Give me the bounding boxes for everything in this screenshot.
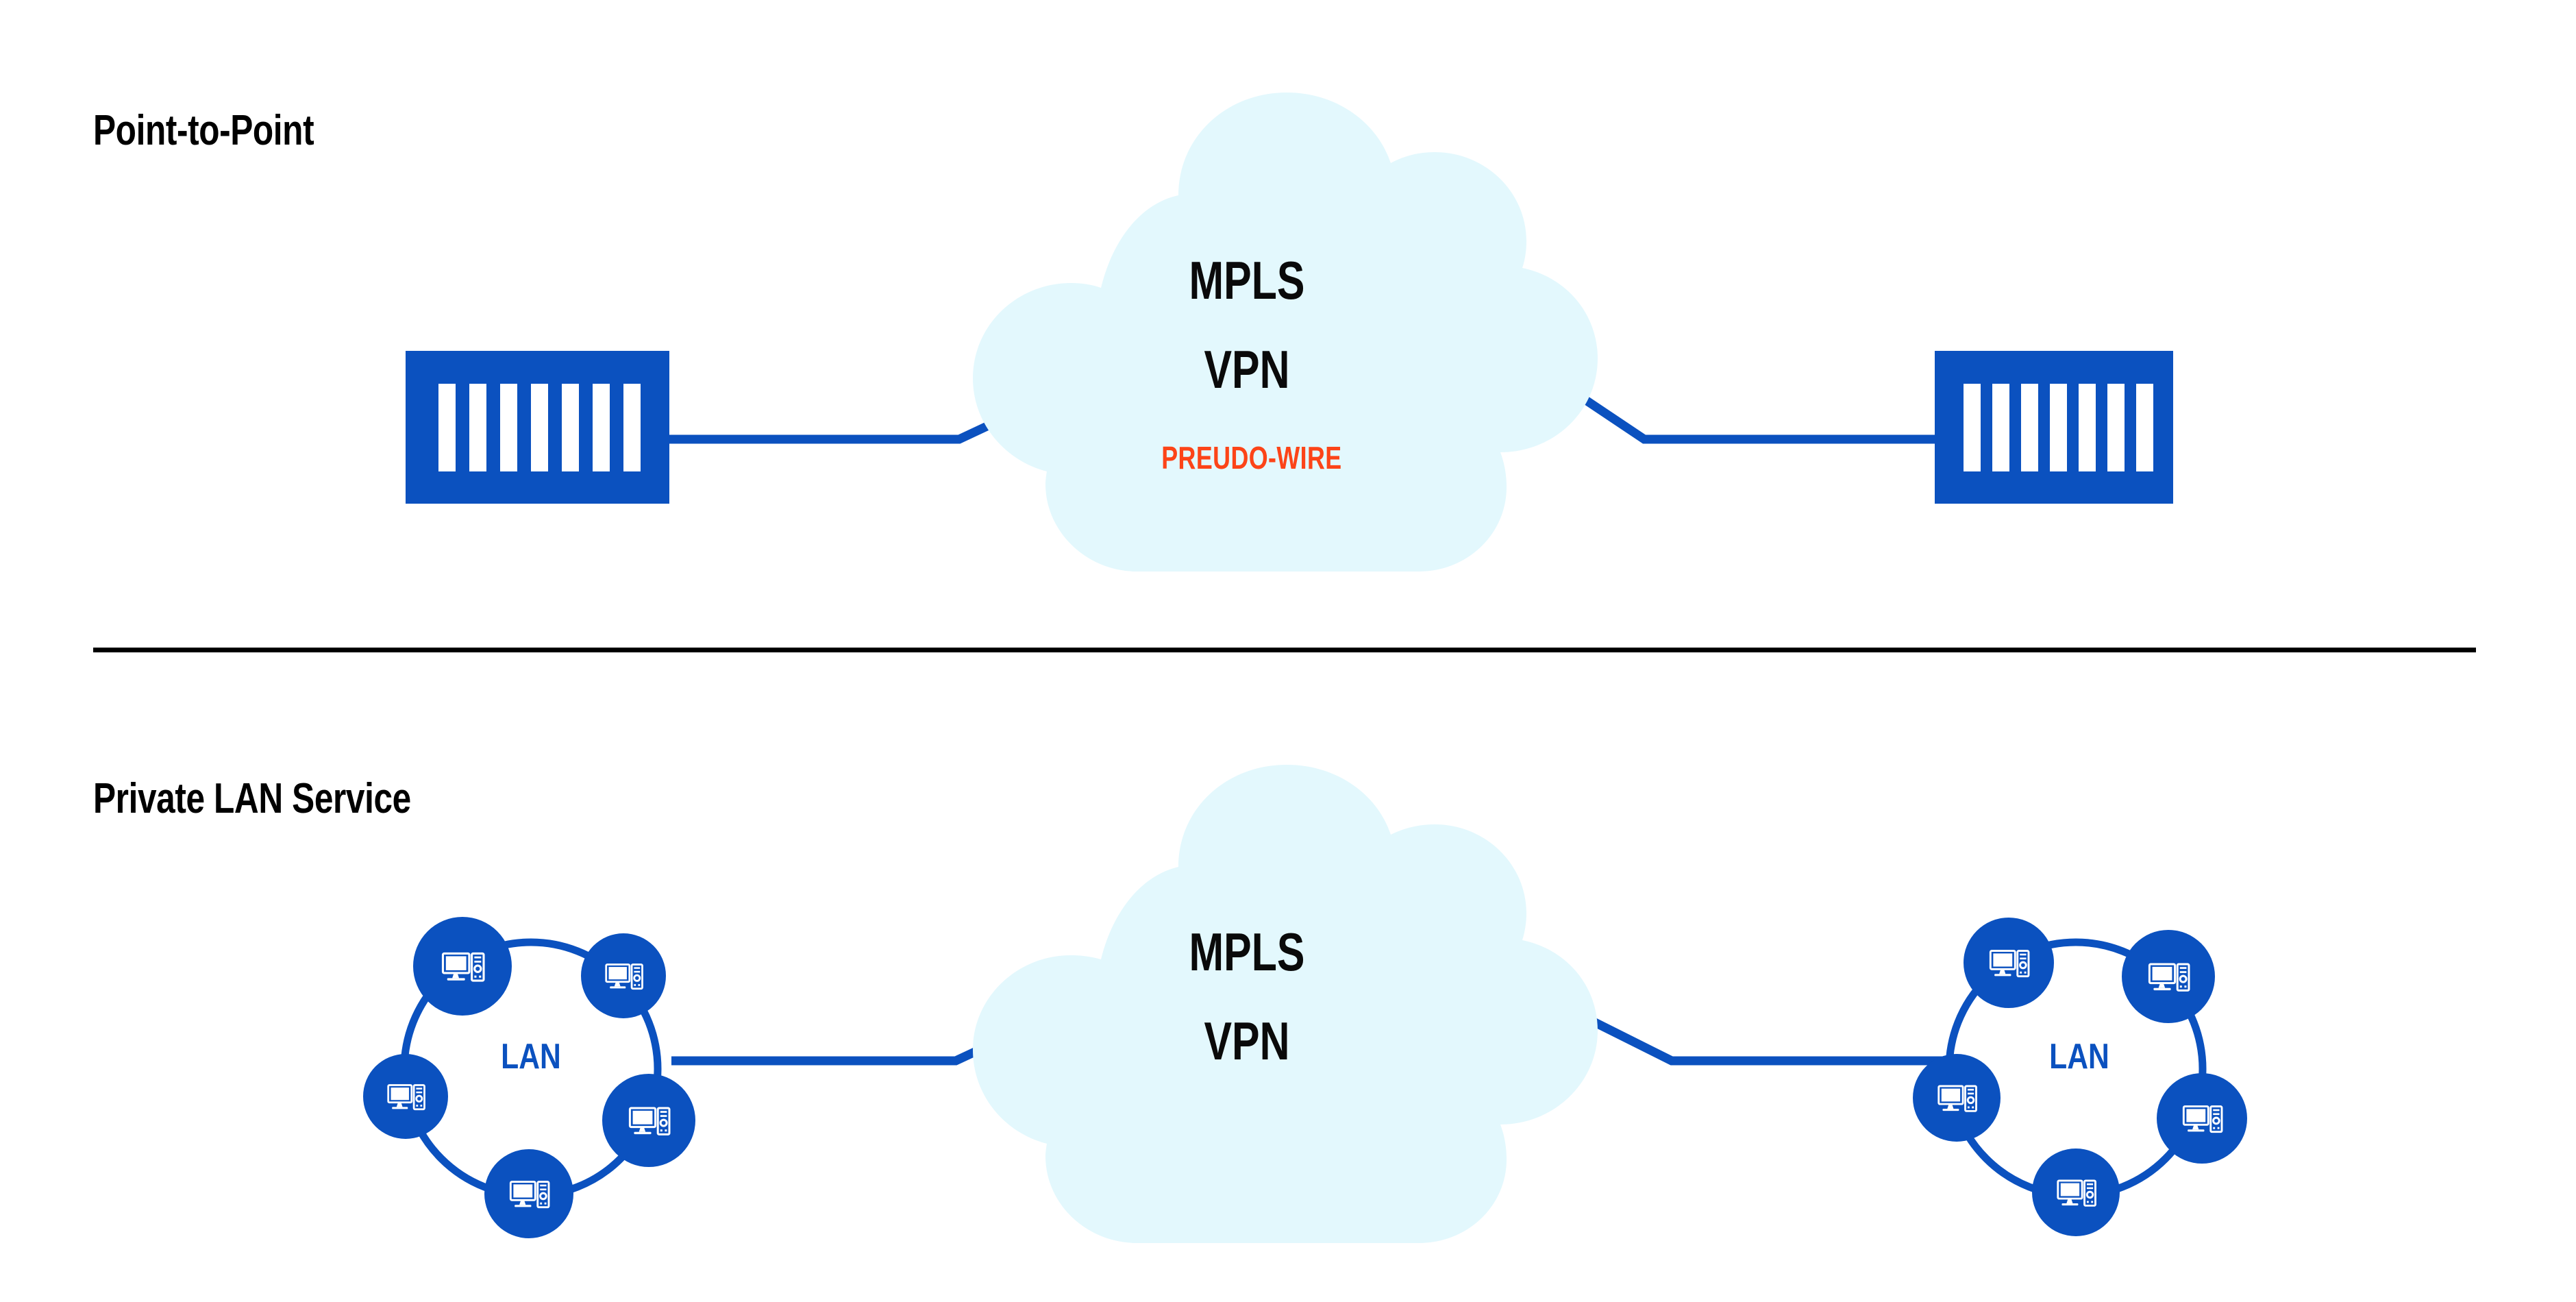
section-title-private-lan-service: Private LAN Service <box>93 775 411 822</box>
lan-host-node <box>2032 1149 2120 1236</box>
lan-ring-left <box>363 917 695 1238</box>
lan-host-node <box>484 1149 573 1238</box>
connector-right-bottom <box>1574 1009 1946 1066</box>
switch-icon-right <box>1935 351 2173 504</box>
lan-host-node <box>363 1054 448 1139</box>
lan-host-node <box>1964 918 2054 1008</box>
lan-host-node <box>581 933 666 1018</box>
lan-label-left: LAN <box>501 1037 561 1077</box>
cloud-bottom-label-mpls: MPLS <box>1189 922 1305 982</box>
connector-right-top <box>1565 384 1939 444</box>
cloud-top-label-mpls: MPLS <box>1189 250 1305 310</box>
lan-host-node <box>2122 930 2215 1023</box>
lan-ring-right <box>1913 918 2247 1236</box>
section-title-point-to-point: Point-to-Point <box>93 107 314 154</box>
lan-host-node <box>413 917 512 1016</box>
section-divider <box>93 648 2476 652</box>
cloud-top-label-pseudowire: PREUDO-WIRE <box>1161 440 1342 476</box>
mpls-vpn-cloud-top <box>973 93 1598 572</box>
mpls-vpn-cloud-bottom <box>973 765 1598 1243</box>
lan-label-right: LAN <box>2049 1037 2109 1077</box>
lan-host-node <box>2157 1073 2247 1164</box>
lan-host-node <box>1913 1054 2001 1142</box>
switch-icon-left <box>406 351 669 504</box>
lan-host-node <box>602 1074 695 1167</box>
cloud-top-label-vpn: VPN <box>1204 339 1290 400</box>
cloud-bottom-label-vpn: VPN <box>1204 1011 1290 1071</box>
